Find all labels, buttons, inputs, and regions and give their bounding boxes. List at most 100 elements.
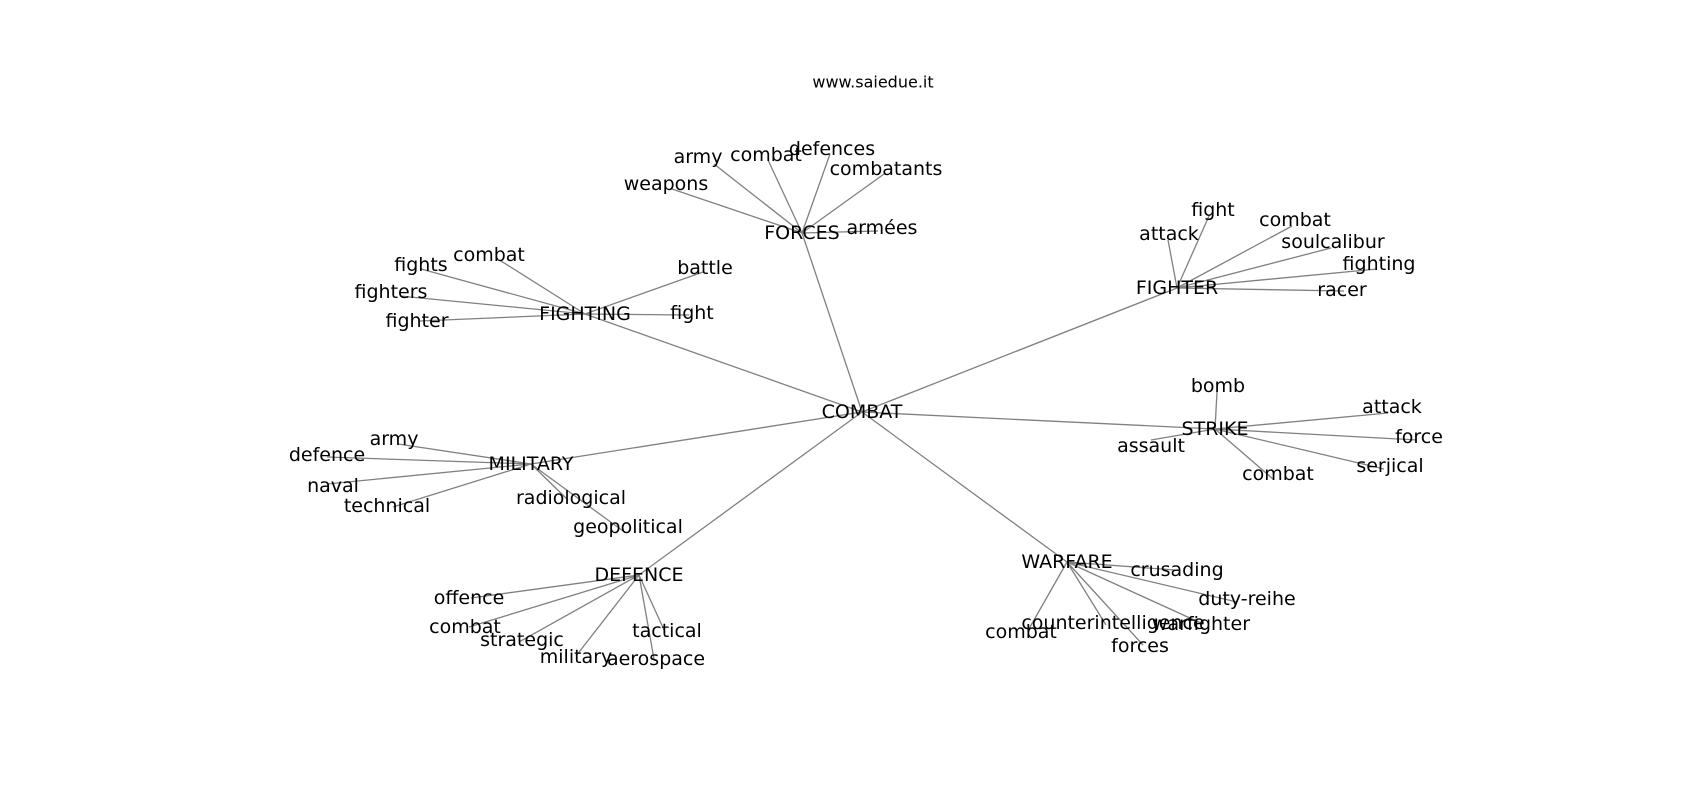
edge-strike-leaf [1214, 412, 1389, 430]
edge-defence-leaf [470, 574, 640, 599]
edge-warfare-leaf [1029, 561, 1068, 628]
edge-root-fighting [584, 313, 863, 413]
edge-fighting-leaf [500, 260, 586, 315]
edge-military-leaf [530, 463, 569, 501]
leaf-node-label: fighter [385, 310, 448, 332]
edge-military-leaf [392, 463, 532, 508]
leaf-node-label: assault [1117, 435, 1185, 457]
leaf-node-label: racer [1317, 279, 1367, 301]
hub-node-defence: DEFENCE [594, 564, 683, 586]
edge-forces-leaf [801, 173, 885, 234]
leaf-node-label: military [540, 646, 613, 668]
leaf-node-label: aerospace [607, 648, 705, 670]
edge-fighting-leaf [399, 295, 586, 315]
leaf-node-label: fighting [1343, 253, 1416, 275]
edge-layer [326, 153, 1418, 660]
edge-root-strike [861, 411, 1216, 430]
edge-defence-leaf [638, 574, 655, 660]
root-node-label: COMBAT [822, 401, 903, 423]
edge-forces-leaf [713, 163, 803, 234]
leaf-node-label: fighters [355, 281, 428, 303]
leaf-node-label: combat [730, 144, 802, 166]
leaf-node-label: duty-reihe [1198, 588, 1295, 610]
leaf-node-label: warfighter [1152, 613, 1250, 635]
edge-strike-leaf [1214, 428, 1418, 441]
leaf-node-label: counterintelligence [1021, 612, 1204, 634]
edge-military-leaf [530, 463, 624, 532]
hub-node-fighting: FIGHTING [539, 303, 631, 325]
leaf-node-label: combat [453, 244, 525, 266]
hub-node-fighter: FIGHTER [1136, 277, 1218, 299]
edge-strike-leaf [1150, 428, 1216, 441]
leaf-node-label: fights [394, 254, 447, 276]
leaf-node-label: strategic [480, 629, 564, 651]
leaf-node-label: attack [1362, 396, 1422, 418]
edge-fighter-leaf [1167, 239, 1178, 289]
leaf-node-label: fight [670, 302, 714, 324]
edge-warfare-leaf [1066, 561, 1144, 646]
leaf-node-label: combat [1242, 463, 1314, 485]
edge-military-leaf [326, 463, 532, 485]
leaf-node-label: army [370, 428, 419, 450]
edge-warfare-leaf [1066, 561, 1176, 571]
leaf-node-label: radiological [516, 487, 626, 509]
edge-fighting-leaf [419, 313, 586, 322]
leaf-node-label: defence [289, 444, 365, 466]
leaf-node-label: serjical [1356, 455, 1423, 477]
leaf-node-label: weapons [624, 173, 709, 195]
edge-fighting-leaf [420, 268, 586, 315]
leaf-node-label: naval [307, 475, 359, 497]
edge-fighter-leaf [1176, 225, 1293, 289]
leaf-node-label: defences [789, 138, 875, 160]
leaf-node-label: forces [1111, 635, 1169, 657]
edge-root-warfare [861, 411, 1068, 563]
leaf-node-label: offence [434, 587, 505, 609]
leaf-node-label: technical [344, 495, 430, 517]
edge-root-fighter [861, 287, 1178, 413]
edge-forces-leaf [801, 230, 879, 234]
leaf-node-label: attack [1139, 223, 1199, 245]
leaf-node-label: tactical [632, 620, 702, 642]
leaf-node-label: bomb [1191, 375, 1245, 397]
hub-node-strike: STRIKE [1182, 418, 1249, 440]
edge-defence-leaf [638, 574, 666, 633]
edge-strike-leaf [1214, 428, 1274, 480]
edge-fighter-leaf [1176, 268, 1378, 289]
edge-forces-leaf [801, 153, 831, 234]
leaf-node-label: soulcalibur [1281, 231, 1385, 253]
edge-warfare-leaf [1066, 561, 1107, 626]
leaf-node-label: combat [1259, 209, 1331, 231]
edge-fighter-leaf [1176, 215, 1210, 289]
edge-root-military [530, 411, 863, 465]
hub-node-military: MILITARY [489, 453, 574, 475]
leaf-node-label: army [674, 146, 723, 168]
leaf-node-label: crusading [1130, 559, 1223, 581]
leaf-node-label: combat [985, 621, 1057, 643]
edge-fighter-leaf [1176, 247, 1332, 289]
site-watermark: www.saiedue.it [812, 73, 933, 92]
leaf-node-label: force [1395, 426, 1443, 448]
leaf-node-label: fight [1191, 199, 1235, 221]
edge-fighting-leaf [584, 271, 704, 315]
edge-root-forces [801, 232, 863, 413]
leaf-node-label: battle [677, 257, 733, 279]
edge-military-leaf [397, 443, 532, 465]
edge-fighter-leaf [1176, 287, 1345, 292]
leaf-node-label: combat [429, 616, 501, 638]
hub-node-forces: FORCES [764, 222, 839, 244]
edge-root-defence [638, 411, 863, 576]
edge-fighting-leaf [584, 313, 690, 316]
leaf-node-label: combatants [830, 158, 943, 180]
leaf-node-label: geopolitical [573, 516, 683, 538]
edge-strike-leaf [1214, 428, 1385, 470]
leaf-node-label: armées [847, 217, 918, 239]
edge-defence-leaf [518, 574, 640, 643]
hub-node-warfare: WARFARE [1021, 551, 1112, 573]
edge-forces-leaf [671, 188, 803, 234]
edge-warfare-leaf [1066, 561, 1238, 603]
edge-forces-leaf [767, 159, 803, 234]
edge-defence-leaf [575, 574, 640, 657]
edge-military-leaf [326, 456, 532, 465]
